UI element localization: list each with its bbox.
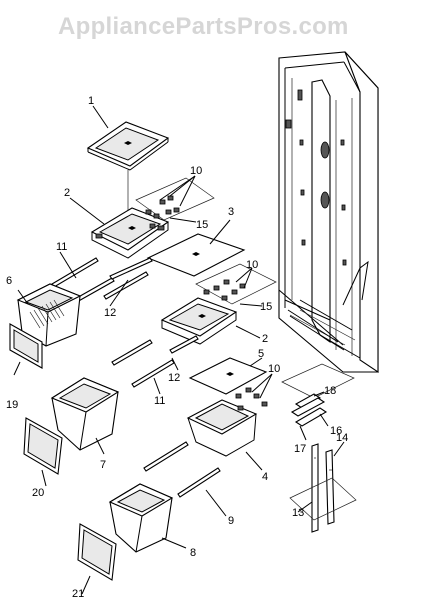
part-7-pan [50,377,120,455]
watermark-text: AppliancePartsPros.com [58,13,349,40]
callout-16: 16 [330,425,342,437]
part-2-frame-upper [90,207,170,259]
part-6-drawer [16,283,82,347]
callout-1: 1 [88,95,94,107]
part-11-12-rails-lower [111,335,221,498]
cabinet [278,51,379,374]
callout-7: 7 [100,459,106,471]
part-12-rails-mid [103,257,153,307]
callout-20: 20 [32,487,44,499]
callout-13: 13 [292,507,304,519]
callout-3: 3 [228,206,234,218]
callout-8: 8 [190,547,196,559]
callout-9: 9 [228,515,234,527]
callout-15-upper: 15 [196,219,208,231]
callout-6: 6 [6,275,12,287]
callout-14: 14 [336,432,348,444]
callout-labels: 1 2 3 10 15 11 6 12 5 2 19 12 11 20 7 4 … [6,95,348,600]
callout-2-upper: 2 [64,187,70,199]
part-5-cover [188,357,268,395]
callout-10-upper: 10 [190,165,202,177]
callout-12-upper: 12 [104,307,116,319]
callout-15-mid: 15 [260,301,272,313]
part-19-front [9,323,43,376]
callout-10-lower: 10 [268,363,280,375]
callout-19: 19 [6,399,18,411]
part-20-front [23,417,63,487]
part-9-rail [205,489,227,517]
callout-11-lower: 11 [154,395,165,407]
part-16-17-18-brackets [290,391,329,441]
part-4-pan [186,399,263,471]
part-1-shelf [86,121,170,171]
callout-5: 5 [258,348,264,360]
part-3-cover [135,177,246,277]
callout-21: 21 [72,588,84,600]
callout-11-upper: 11 [56,241,67,253]
callout-18: 18 [324,385,336,397]
fasteners-lower [235,363,355,411]
part-13-14-rails [289,441,357,533]
callout-12-lower: 12 [168,372,180,384]
part-2-frame-lower [160,297,261,345]
part-21-front [77,523,117,595]
callout-17: 17 [294,443,306,455]
callout-10-mid: 10 [246,259,258,271]
fasteners-upper [145,175,197,229]
callout-4: 4 [262,471,268,483]
part-8-pan [108,483,187,553]
callout-2-lower: 2 [262,333,268,345]
part-panel-mid [195,263,277,307]
